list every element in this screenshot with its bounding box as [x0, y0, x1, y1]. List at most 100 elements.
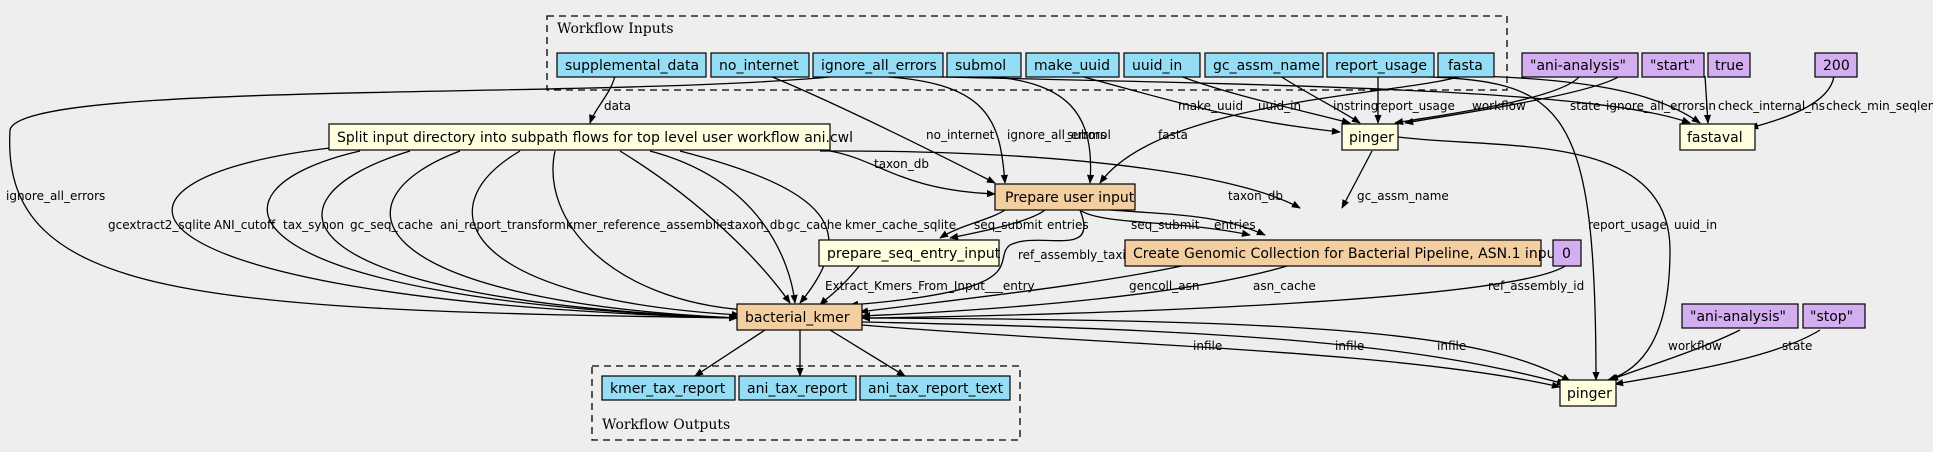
edge-infile-3: [861, 317, 1571, 382]
svg-text:gc_assm_name: gc_assm_name: [1213, 58, 1320, 74]
node-ani-tax-report-text[interactable]: ani_tax_report_text: [859, 375, 1011, 401]
node-const-ani-analysis[interactable]: "ani-analysis": [1521, 52, 1639, 78]
node-const-stop[interactable]: "stop": [1802, 303, 1866, 329]
node-const-true[interactable]: true: [1707, 52, 1751, 78]
workflow-inputs-title: Workflow Inputs: [557, 21, 674, 37]
svg-text:200: 200: [1823, 58, 1850, 74]
label-uuid-in: uuid_in: [1258, 99, 1301, 113]
edge-gcextract2-sqlite: [171, 147, 738, 322]
edge-ignore-to-kmer: [9, 75, 841, 322]
label-taxon-db-2: taxon_db: [1228, 189, 1283, 203]
edge-gc-seq-cache: [389, 150, 738, 322]
node-fastaval[interactable]: fastaval: [1679, 123, 1756, 151]
svg-text:submol: submol: [955, 58, 1006, 74]
edge-check-min-seqlen: [1749, 75, 1835, 130]
label-kmer-reference-assemblies: kmer_reference_assemblies: [566, 218, 733, 232]
label-seq-submit-2: seq_submit: [1131, 218, 1200, 232]
edge-uuid-in-2: [1397, 136, 1671, 382]
node-kmer-tax-report[interactable]: kmer_tax_report: [601, 375, 736, 401]
label-workflow-2: workflow: [1668, 339, 1722, 353]
edge-report-usage-2: [1399, 75, 1600, 381]
svg-text:bacterial_kmer: bacterial_kmer: [745, 310, 850, 326]
edge-labels: data no_internet ignore_all_errors submo…: [6, 99, 1933, 353]
label-gc-assm-name: gc_assm_name: [1357, 189, 1449, 203]
nodes: supplemental_data no_internet ignore_all…: [328, 52, 1866, 407]
label-kmer-cache-sqlite: kmer_cache_sqlite: [845, 218, 956, 232]
workflow-inputs-cluster: Workflow Inputs: [546, 15, 1508, 91]
svg-text:pinger: pinger: [1567, 386, 1612, 402]
label-ani-cutoff: ANI_cutoff: [214, 218, 276, 232]
svg-text:"start": "start": [1650, 58, 1696, 74]
node-split-input[interactable]: Split input directory into subpath flows…: [328, 123, 853, 151]
svg-text:fastaval: fastaval: [1687, 130, 1743, 146]
svg-text:"stop": "stop": [1810, 309, 1853, 325]
node-fasta[interactable]: fasta: [1437, 52, 1495, 78]
label-tax-synon: tax_synon: [283, 218, 344, 232]
node-pinger-2[interactable]: pinger: [1559, 379, 1617, 407]
node-submol[interactable]: submol: [946, 52, 1022, 78]
svg-text:true: true: [1715, 58, 1744, 74]
label-no-internet: no_internet: [926, 128, 995, 142]
label-gc-cache: gc_cache: [786, 218, 842, 232]
edge-fasta: [1099, 75, 1463, 184]
svg-text:Prepare user input: Prepare user input: [1005, 190, 1135, 206]
edge-data: [589, 75, 616, 124]
node-make-uuid[interactable]: make_uuid: [1025, 52, 1120, 78]
edge-workflow-2: [1609, 329, 1741, 381]
node-uuid-in[interactable]: uuid_in: [1123, 52, 1201, 78]
label-ani-report-transform: ani_report_transform: [440, 218, 566, 232]
edge-seq-submit-1: [939, 209, 1006, 239]
node-bacterial-kmer[interactable]: bacterial_kmer: [736, 303, 863, 331]
edge-state-2: [1614, 329, 1821, 387]
svg-text:pinger: pinger: [1349, 130, 1394, 146]
label-gc-seq-cache: gc_seq_cache: [350, 218, 433, 232]
node-no-internet[interactable]: no_internet: [710, 52, 810, 78]
label-seq-submit-1: seq_submit: [974, 218, 1043, 232]
edge-no-internet: [769, 75, 996, 184]
edge-taxon-db-1: [829, 150, 996, 198]
workflow-outputs-cluster: Workflow Outputs: [591, 365, 1021, 441]
node-const-200[interactable]: 200: [1814, 52, 1858, 78]
label-taxon-db-1: taxon_db: [874, 157, 929, 171]
edge-ani-report-transform: [471, 150, 741, 319]
node-supplemental-data[interactable]: supplemental_data: [556, 52, 707, 78]
node-prepare-user-input[interactable]: Prepare user input: [994, 183, 1136, 211]
svg-text:Split input directory into sub: Split input directory into subpath flows…: [337, 130, 853, 146]
label-make-uuid: make_uuid: [1178, 99, 1243, 113]
edge-kmer-reference-assemblies: [552, 150, 746, 313]
edge-ignore-to-prepare: [869, 75, 1008, 184]
node-gc-assm-name[interactable]: gc_assm_name: [1204, 52, 1324, 78]
edge-extract-kmers: [819, 264, 861, 306]
svg-text:ani_tax_report_text: ani_tax_report_text: [868, 381, 1004, 397]
edge-kmer-cache-sqlite: [679, 150, 830, 304]
workflow-outputs-title: Workflow Outputs: [602, 417, 730, 433]
node-pinger-1[interactable]: pinger: [1341, 123, 1399, 151]
edge-ref-assembly-id: [861, 261, 1571, 322]
label-infile-3: infile: [1437, 339, 1466, 353]
node-prepare-seq-entry-input[interactable]: prepare_seq_entry_input: [818, 239, 1001, 267]
label-gcextract2-sqlite: gcextract2_sqlite: [108, 218, 211, 232]
edge-out-kmer-tax: [694, 329, 766, 377]
label-infile-2: infile: [1335, 339, 1364, 353]
node-ani-tax-report[interactable]: ani_tax_report: [738, 375, 857, 401]
label-report-usage-2: report_usage: [1588, 218, 1667, 232]
node-const-ani-analysis-2[interactable]: "ani-analysis": [1681, 303, 1799, 329]
svg-text:ignore_all_errors: ignore_all_errors: [821, 58, 937, 74]
edge-state-1: [1404, 75, 1621, 126]
label-state-1: state: [1570, 99, 1600, 113]
node-const-start[interactable]: "start": [1641, 52, 1705, 78]
label-in: in: [1705, 99, 1716, 113]
node-const-0[interactable]: 0: [1552, 239, 1582, 267]
label-extract-kmers: Extract_Kmers_From_Input___entry: [825, 279, 1035, 293]
node-report-usage[interactable]: report_usage: [1326, 52, 1435, 78]
label-submol: submol: [1067, 128, 1111, 142]
edge-infile-1: [861, 324, 1561, 389]
edge-tax-synon: [321, 150, 738, 322]
edge-entries-2: [1109, 209, 1266, 236]
svg-text:Create Genomic Collection for: Create Genomic Collection for Bacterial …: [1133, 246, 1561, 262]
edge-check-internal-ns: [1703, 75, 1712, 124]
edges: [9, 75, 1835, 389]
node-ignore-all-errors[interactable]: ignore_all_errors: [812, 52, 944, 78]
node-create-genomic-collection[interactable]: Create Genomic Collection for Bacterial …: [1124, 239, 1561, 267]
